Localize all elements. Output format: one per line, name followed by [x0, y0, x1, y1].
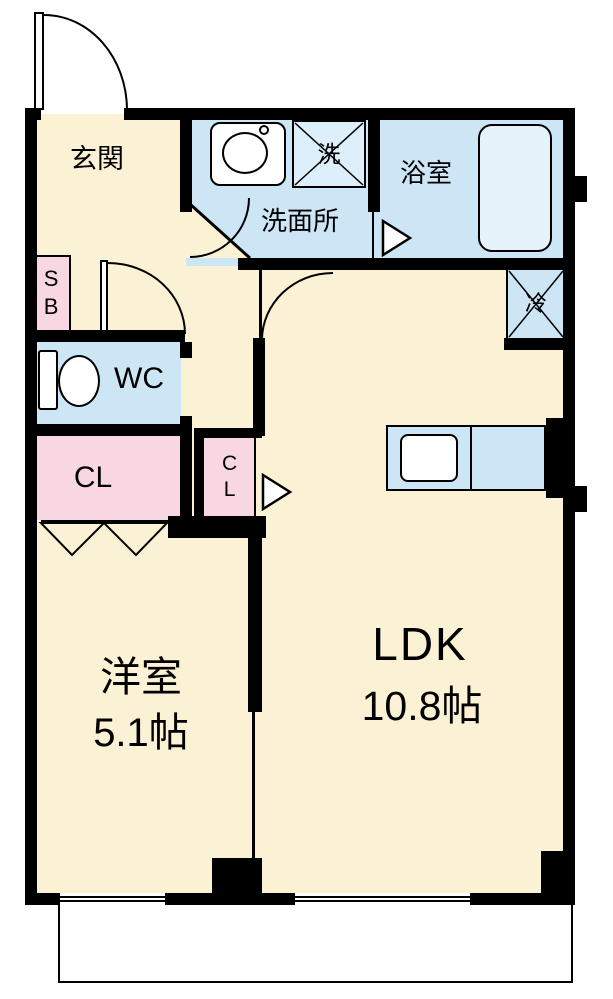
faucet-icon	[259, 125, 269, 135]
closet-label: CL	[73, 461, 113, 495]
shoebox-label: SB	[38, 266, 64, 322]
closet-front-line	[41, 520, 169, 522]
bath-door-line	[372, 212, 374, 258]
wall-hall-ldk	[253, 338, 265, 436]
wall-top	[124, 108, 575, 120]
sink-basin-icon	[222, 132, 268, 174]
entrance-door-leaf	[34, 12, 44, 110]
sliding-door-line	[252, 712, 255, 858]
wall-left	[25, 108, 37, 905]
closet-small	[202, 436, 256, 518]
fridge-space: 冷	[506, 270, 564, 338]
wall-genkan-washroom	[180, 108, 192, 212]
washer-label: 洗	[317, 140, 341, 167]
wall-wc-closet	[25, 424, 183, 436]
closet-small-label: CL	[218, 452, 242, 504]
wall-right	[563, 108, 575, 905]
kitchen-counter	[386, 425, 546, 491]
bath-label: 浴室	[399, 158, 452, 189]
wall-nub-right-top	[575, 176, 587, 202]
western-size-label: 5.1帖	[93, 711, 189, 755]
washroom-label: 洗面所	[260, 206, 339, 237]
wall-western-ldk-upper	[248, 538, 262, 712]
toilet-bowl-icon	[58, 355, 100, 407]
room-western	[31, 522, 261, 893]
counter-divider	[470, 427, 472, 489]
wall-kitchen-block	[546, 418, 575, 498]
closet-small-arrow-icon	[261, 472, 293, 512]
window-western	[60, 893, 165, 905]
bath-entry-arrow-icon	[381, 218, 413, 258]
shoe-box	[31, 255, 71, 332]
wall-closet-small-top	[194, 428, 262, 438]
fridge-label: 冷	[524, 291, 547, 317]
folding-door-icon	[38, 522, 170, 557]
room-ldk	[259, 265, 569, 893]
genkan-label: 玄関	[70, 143, 124, 174]
window-ldk	[295, 893, 470, 905]
wall-washroom-bath	[368, 108, 380, 212]
ldk-door-leaf	[259, 270, 262, 338]
kitchen-sink-icon	[400, 434, 458, 482]
fridge-cross-icon	[508, 270, 564, 338]
entrance-door-arc	[44, 14, 128, 110]
pillar-bottom-center	[212, 858, 262, 893]
wall-hall-left-stub	[180, 342, 192, 358]
wall-closet-small-left	[194, 428, 204, 516]
room-closet	[31, 436, 183, 520]
pillar-bottom-right	[541, 851, 575, 893]
closet-small-front-line	[254, 438, 256, 518]
wall-hall-left	[180, 416, 192, 530]
wall-below-washroom	[238, 258, 575, 270]
washer-cross-icon	[294, 122, 364, 186]
ldk-size-label: 10.8帖	[361, 683, 483, 730]
ldk-label: LDK	[372, 617, 468, 670]
wall-closet-right-block	[168, 516, 266, 538]
genkan-door-leaf	[100, 260, 108, 332]
balcony	[58, 905, 573, 983]
wall-fridge-bottom	[504, 338, 575, 350]
toilet-tank-icon	[38, 350, 58, 410]
bathtub-icon	[478, 124, 552, 252]
wc-label: WC	[114, 362, 164, 396]
washer-pan: 洗	[292, 120, 366, 188]
western-label: 洋室	[100, 654, 182, 701]
wall-nub-right-mid	[575, 486, 587, 512]
